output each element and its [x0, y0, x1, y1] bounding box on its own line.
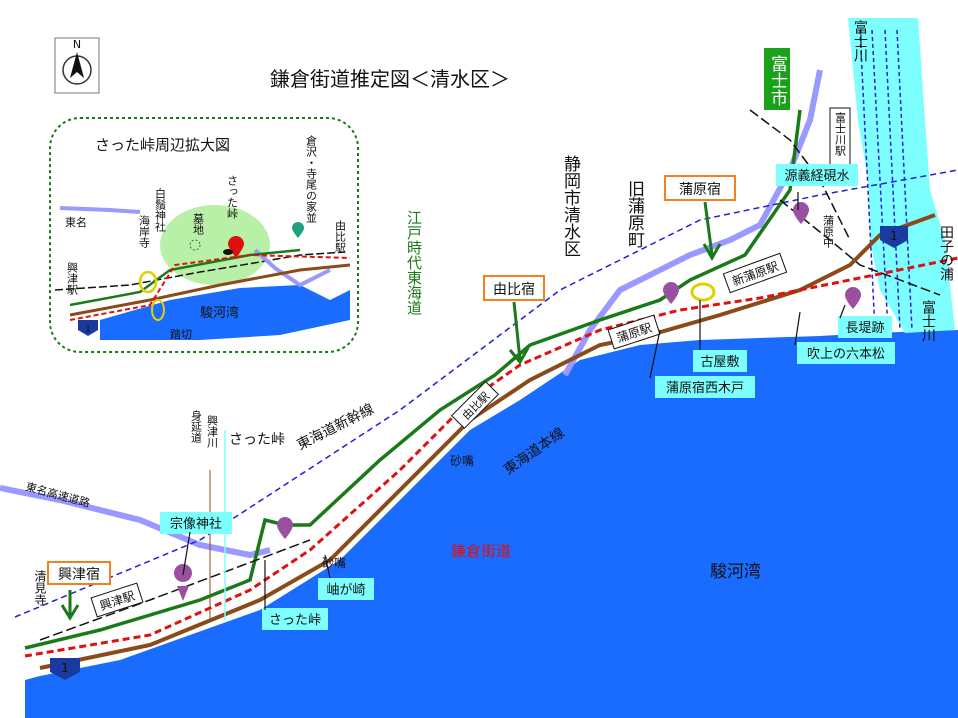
inset-route1-label: 1	[85, 325, 91, 335]
genji-suzuri-label: 源義経硯水	[784, 168, 849, 184]
tago-no-ura-label: 田子の浦	[938, 225, 954, 281]
inset-hakuin-shrine-label: 白鬚神社	[154, 187, 167, 233]
minobu-label: 身延道	[190, 409, 203, 443]
inset-yui-station-label: 由比駅	[334, 219, 347, 254]
tomei-expressway-label: 東名高速道路	[24, 479, 91, 510]
edo-tokaido-label: 江戸時代東海道	[405, 210, 423, 315]
suruga-bay-sea	[25, 330, 958, 718]
north-label: N	[73, 38, 81, 51]
map-title: 鎌倉街道推定図＜清水区＞	[270, 67, 510, 91]
shinkansen-label: 東海道新幹線	[294, 400, 377, 453]
inset-satta-label: さった峠	[226, 175, 239, 220]
jiku-ga-saki-label: 岫が崎	[326, 583, 365, 598]
kanbara-marker-circle	[690, 282, 716, 302]
kiyomiji-label: 清見寺	[33, 570, 47, 606]
fukiage-roppon-label: 吹上の六本松	[807, 347, 885, 362]
route1-label-a: 1	[61, 661, 69, 675]
inset-fumikiri-label: 踏切	[170, 327, 192, 341]
route-shield-icon	[50, 226, 908, 680]
yui-juku-label: 由比宿	[493, 281, 535, 298]
munakata-shrine-label: 宗像神社	[170, 516, 222, 532]
kamakura-kaido-label: 鎌倉街道	[451, 542, 511, 560]
kanbara-nishikido-label: 蒲原宿西木戸	[666, 380, 744, 396]
nagatsutsumi-label: 長堤跡	[845, 320, 884, 336]
kanbara-juku-label: 蒲原宿	[679, 181, 721, 198]
fuji-river	[848, 18, 955, 333]
shinkansen-line	[14, 169, 958, 618]
north-arrow-icon	[54, 37, 100, 94]
fujikawa-river-label: 富士川	[852, 19, 868, 62]
suruga-bay-label: 駿河湾	[710, 562, 761, 582]
furuyashiki-label: 古屋敷	[700, 355, 739, 370]
satta-toge-label: さった峠	[229, 432, 285, 448]
route1-label-b: 1	[890, 229, 898, 243]
inset-tomei-label: 東名	[65, 215, 87, 229]
arrow-icon	[60, 201, 722, 621]
inset-map	[49, 117, 359, 353]
inset-kaiganji-label: 海岸寺	[138, 214, 151, 248]
okitsu-river-label: 興津川	[206, 415, 219, 448]
shizuoka-shimizu-label: 静岡市清水区	[560, 155, 581, 257]
satta-toge-box-label: さった峠	[269, 613, 321, 628]
kanbara-naka-label: 蒲原中	[822, 214, 835, 248]
fuji-city-label: 富士市	[767, 55, 788, 106]
inset-okitsu-station-label: 興津駅	[66, 262, 79, 296]
fuji-river-lower-label: 富士川	[920, 299, 936, 342]
inset-suruga-label: 駿河湾	[200, 305, 239, 321]
okitsu-juku-label: 興津宿	[58, 566, 100, 583]
sunazui-1-label: 砂嘴	[450, 454, 474, 468]
inset-title: さった峠周辺拡大図	[95, 136, 230, 154]
edo-tokaido-line	[24, 109, 802, 650]
expressway-kanbara-line	[562, 69, 823, 377]
inset-bochi-label: 墓地	[192, 213, 205, 235]
map-pin-icon	[174, 202, 861, 601]
kyu-kanbara-label: 旧蒲原町	[624, 180, 645, 248]
tokaido-main-line	[39, 213, 936, 670]
kamakura-kaido-line	[24, 256, 958, 658]
fujikawa-station-label: 富士川駅	[834, 111, 847, 157]
inset-terao-label: 倉沢・寺尾の家並	[305, 134, 318, 223]
leader-lines	[182, 192, 846, 610]
